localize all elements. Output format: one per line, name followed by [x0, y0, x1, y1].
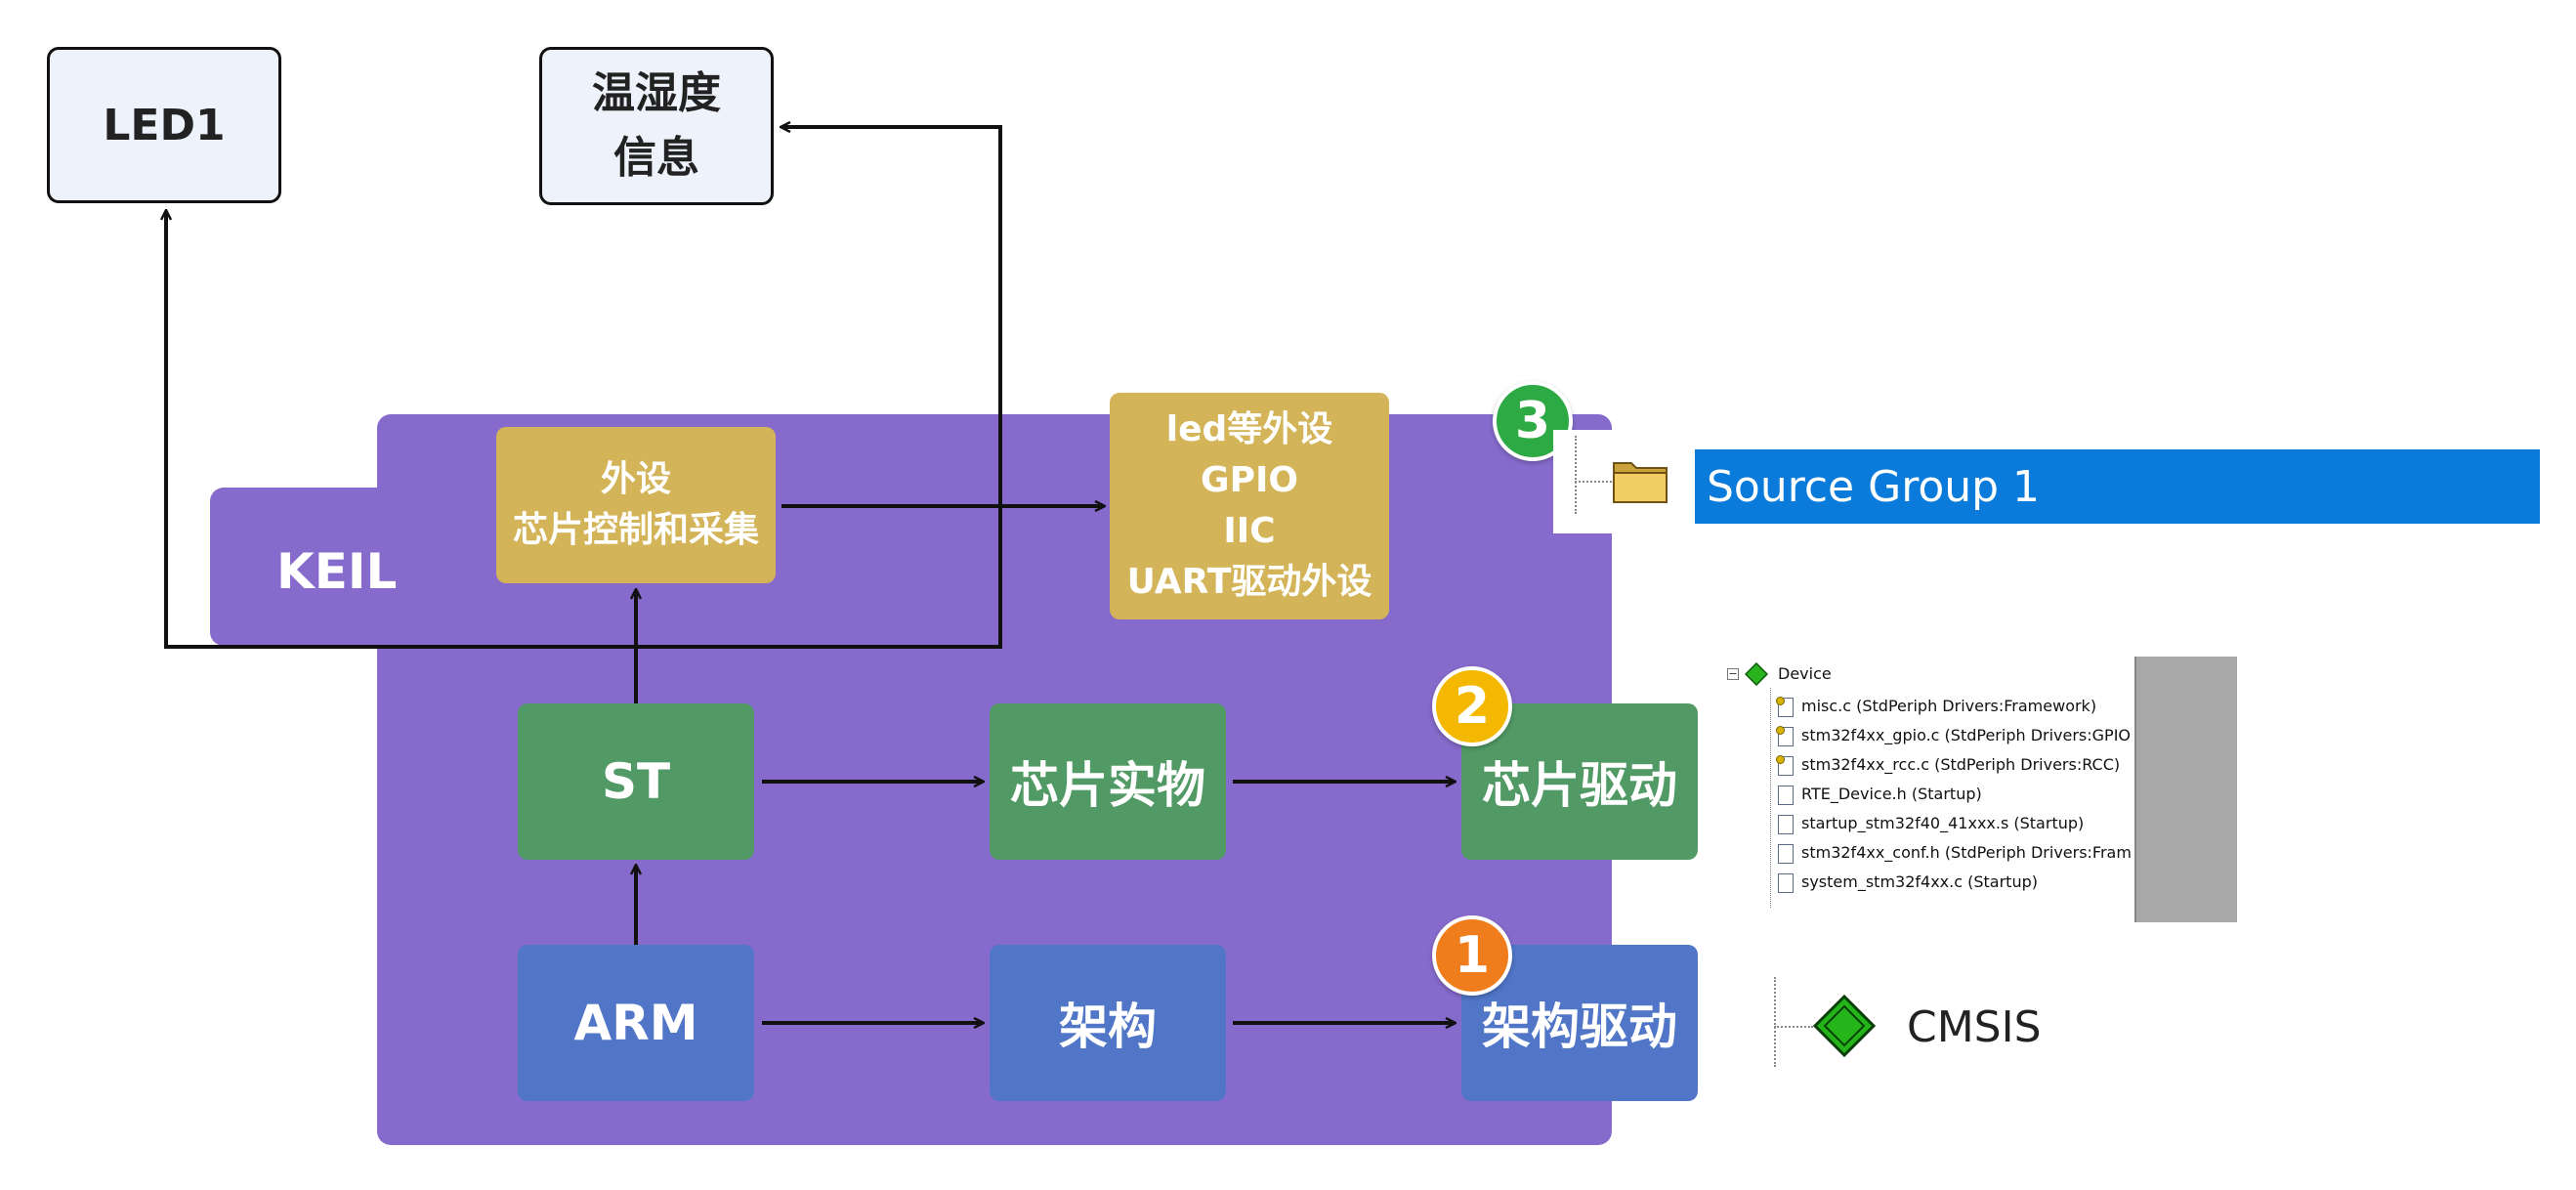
peripheral-control-line1: 外设 [600, 459, 671, 499]
device-file-label: startup_stm32f40_41xxx.s (Startup) [1801, 814, 2085, 832]
chip-box: 芯片实物 [990, 703, 1226, 860]
st-label: ST [601, 753, 671, 810]
peripheral-drivers-line2: GPIO [1201, 460, 1298, 500]
sensor-info-box: 温湿度 信息 [539, 47, 774, 205]
device-file-item[interactable]: stm32f4xx_conf.h (StdPeriph Drivers:Fram [1778, 838, 2237, 868]
device-root-label[interactable]: Device [1778, 664, 1832, 683]
led1-box: LED1 [47, 47, 281, 203]
device-file-label: stm32f4xx_conf.h (StdPeriph Drivers:Fram [1801, 843, 2132, 862]
device-file-item[interactable]: startup_stm32f40_41xxx.s (Startup) [1778, 809, 2237, 838]
cmsis-label[interactable]: CMSIS [1907, 1002, 2042, 1052]
device-file-label: stm32f4xx_gpio.c (StdPeriph Drivers:GPIO [1801, 726, 2132, 744]
tree-line-horizontal [1575, 481, 1612, 483]
device-file-item[interactable]: stm32f4xx_gpio.c (StdPeriph Drivers:GPIO [1776, 721, 2237, 750]
arm-label: ARM [573, 995, 698, 1051]
peripheral-drivers-line1: led等外设 [1165, 409, 1333, 449]
badge-1: 1 [1432, 915, 1512, 996]
device-file-label: system_stm32f4xx.c (Startup) [1801, 872, 2038, 891]
peripheral-drivers-box: led等外设 GPIO IIC UART驱动外设 [1110, 393, 1389, 619]
device-file-item[interactable]: system_stm32f4xx.c (Startup) [1778, 868, 2237, 897]
file-icon [1778, 843, 1794, 864]
peripheral-control-box: 外设 芯片控制和采集 [496, 427, 776, 583]
peripheral-control-line2: 芯片控制和采集 [512, 510, 759, 550]
arch-label: 架构 [1059, 999, 1157, 1055]
cmsis-component-icon [1813, 995, 1876, 1057]
source-group-item[interactable]: Source Group 1 [1695, 449, 2540, 524]
config-file-icon [1776, 754, 1794, 776]
device-file-label: misc.c (StdPeriph Drivers:Framework) [1801, 697, 2097, 715]
peripheral-drivers-line4: UART驱动外设 [1126, 562, 1372, 602]
device-file-item[interactable]: misc.c (StdPeriph Drivers:Framework) [1776, 692, 2237, 721]
chip-driver-label: 芯片驱动 [1482, 757, 1677, 814]
config-file-icon [1776, 725, 1794, 746]
file-icon [1778, 814, 1794, 834]
device-component-icon [1745, 662, 1768, 686]
arrow-to-sensor-info [636, 127, 1002, 649]
device-tree-snippet: − Device misc.c (StdPeriph Drivers:Frame… [1719, 657, 2237, 922]
keil-label: KEIL [276, 543, 398, 600]
sensor-info-line1: 温湿度 [592, 68, 721, 118]
arch-driver-label: 架构驱动 [1482, 999, 1677, 1055]
cmsis-tree-line-horizontal [1774, 1026, 1813, 1028]
collapse-toggle[interactable]: − [1727, 667, 1739, 680]
arch-box: 架构 [990, 945, 1226, 1101]
device-file-item[interactable]: stm32f4xx_rcc.c (StdPeriph Drivers:RCC) [1776, 750, 2237, 780]
arm-box: ARM [518, 945, 754, 1101]
device-file-list: misc.c (StdPeriph Drivers:Framework) stm… [1776, 692, 2237, 897]
device-file-label: stm32f4xx_rcc.c (StdPeriph Drivers:RCC) [1801, 755, 2121, 774]
tree-line [1575, 436, 1577, 514]
chip-driver-box: 芯片驱动 [1461, 703, 1698, 860]
file-icon [1778, 872, 1794, 893]
file-icon [1778, 785, 1794, 805]
device-tree-line [1770, 688, 1771, 908]
folder-icon [1613, 462, 1668, 503]
source-group-snippet: Source Group 1 [1553, 430, 2540, 533]
badge-3: 3 [1493, 381, 1573, 461]
peripheral-drivers-line3: IIC [1223, 511, 1276, 551]
keil-panel-tab [210, 488, 405, 646]
device-file-item[interactable]: RTE_Device.h (Startup) [1778, 780, 2237, 809]
chip-label: 芯片实物 [1010, 757, 1205, 814]
device-file-label: RTE_Device.h (Startup) [1801, 785, 1982, 803]
config-file-icon [1776, 696, 1794, 717]
cmsis-snippet: CMSIS [1758, 975, 2208, 1073]
vertical-scrollbar[interactable] [2134, 657, 2237, 922]
led1-label: LED1 [103, 100, 226, 150]
st-box: ST [518, 703, 754, 860]
source-group-label: Source Group 1 [1707, 461, 2041, 512]
arrow-to-led1 [166, 211, 638, 669]
cmsis-tree-line [1774, 977, 1776, 1067]
badge-2: 2 [1432, 666, 1512, 746]
sensor-info-line2: 信息 [613, 133, 699, 183]
